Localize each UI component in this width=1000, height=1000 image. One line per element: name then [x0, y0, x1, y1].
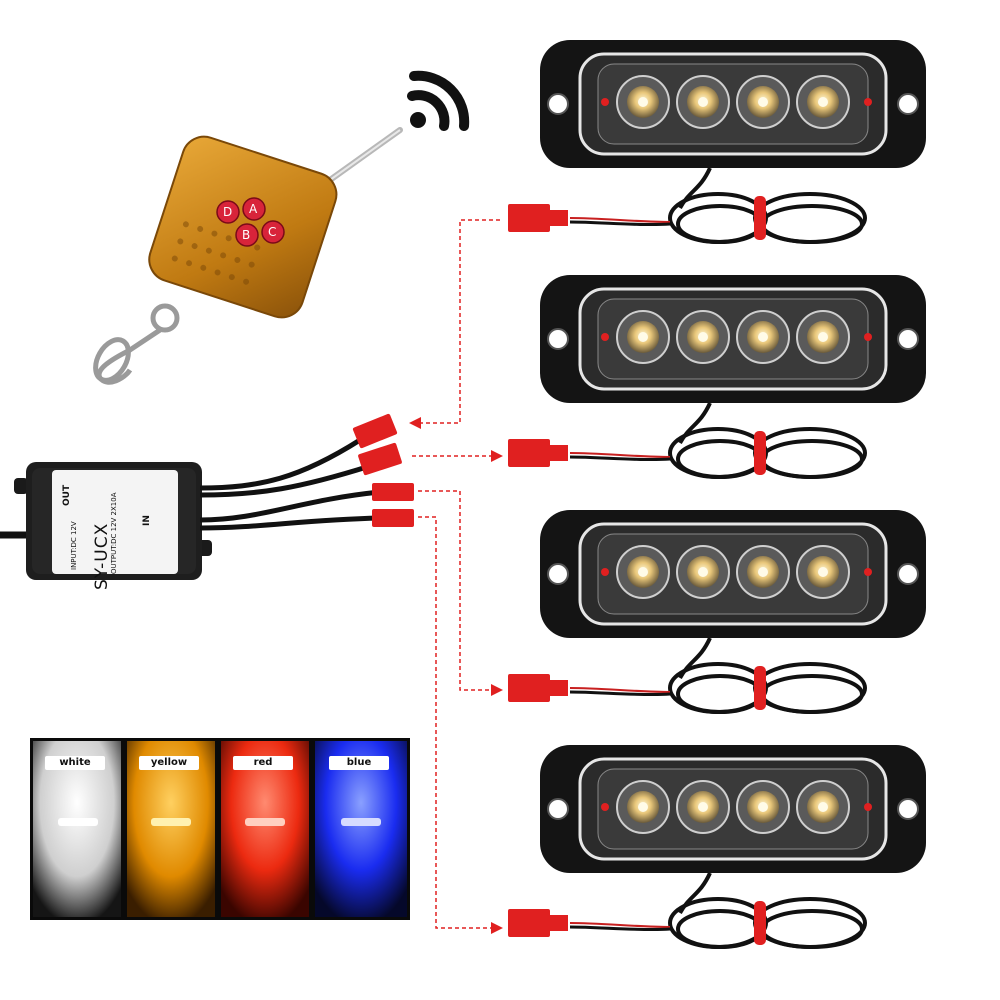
- led: [616, 75, 670, 129]
- light-bar-connector: [508, 204, 568, 232]
- controller-connector-1: [352, 413, 398, 449]
- keychain-clip: [93, 303, 180, 385]
- light-bars: [508, 40, 926, 949]
- led: [616, 310, 670, 364]
- light-bar-4: [508, 745, 926, 949]
- wireless-signal-icon: [407, 70, 470, 131]
- remote-button-a-label: A: [249, 202, 258, 216]
- led: [796, 75, 850, 129]
- light-bar-2: [508, 275, 926, 479]
- light-bar-1: [508, 40, 926, 244]
- led: [736, 75, 790, 129]
- swatch-blue-label: blue: [329, 756, 389, 770]
- led: [736, 310, 790, 364]
- swatch-yellow: [127, 741, 215, 917]
- led: [616, 780, 670, 834]
- remote-control: [93, 127, 403, 385]
- controller-connector-4: [372, 509, 414, 527]
- led: [796, 780, 850, 834]
- controller-connector-3: [372, 483, 414, 501]
- light-bar-cable: [569, 872, 867, 949]
- led: [796, 545, 850, 599]
- swatch-blue: [315, 741, 407, 917]
- swatch-white-label: white: [45, 756, 105, 770]
- led: [736, 780, 790, 834]
- led: [736, 545, 790, 599]
- remote-button-a: [242, 197, 266, 221]
- light-bar-3: [508, 510, 926, 714]
- light-bar-connector: [508, 439, 568, 467]
- swatch-red: [221, 741, 309, 917]
- light-bar-connector: [508, 674, 568, 702]
- light-bar-cable: [569, 637, 867, 714]
- led: [676, 75, 730, 129]
- light-bar-connector: [508, 909, 568, 937]
- led: [676, 545, 730, 599]
- controller-connector-2: [358, 442, 402, 476]
- led: [616, 545, 670, 599]
- controller-out-label: OUT: [62, 484, 72, 506]
- remote-button-c-label: C: [268, 225, 277, 239]
- controller-input-label: INPUT:DC 12V: [70, 521, 78, 570]
- led: [796, 310, 850, 364]
- remote-button-d: [216, 200, 240, 224]
- connection-lines: [409, 219, 503, 934]
- swatch-white: [33, 741, 121, 917]
- light-bar-cable: [569, 167, 867, 244]
- light-bar-cable: [569, 402, 867, 479]
- remote-button-b: [235, 223, 259, 247]
- controller-output-label: OUTPUT:DC 12V 2X10A: [110, 492, 118, 575]
- controller-model-label: SY-UCX: [92, 522, 112, 590]
- swatch-yellow-label: yellow: [139, 756, 199, 770]
- remote-button-c: [261, 220, 285, 244]
- controller-in-label: IN: [142, 515, 152, 526]
- led: [676, 780, 730, 834]
- swatch-red-label: red: [233, 756, 293, 770]
- led: [676, 310, 730, 364]
- controller-box: [0, 437, 381, 580]
- remote-button-b-label: B: [242, 228, 251, 242]
- remote-button-d-label: D: [223, 205, 233, 219]
